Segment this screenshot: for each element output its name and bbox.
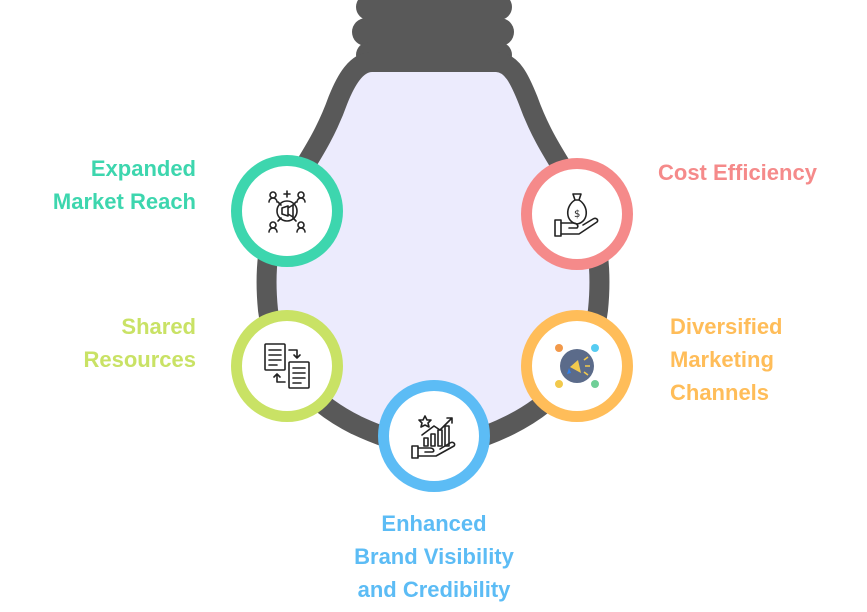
- label-line: Shared: [121, 314, 196, 339]
- label-line: Resources: [83, 347, 196, 372]
- node-cost-efficiency: $: [521, 158, 633, 270]
- label-line: and Credibility: [357, 577, 511, 602]
- label-line: Enhanced: [381, 511, 487, 536]
- node-shared-resources: [231, 310, 343, 422]
- label-line: Cost Efficiency: [658, 160, 817, 185]
- label-diversified-marketing-channels: Diversified Marketing Channels: [670, 310, 783, 409]
- label-enhanced-brand-visibility: Enhanced Brand Visibility and Credibilit…: [334, 507, 534, 606]
- node-enhanced-brand-visibility: [378, 380, 490, 492]
- label-cost-efficiency: Cost Efficiency: [658, 156, 817, 189]
- bulb-base-ring: [352, 18, 514, 46]
- label-line: Brand Visibility: [354, 544, 514, 569]
- label-line: Marketing: [670, 347, 774, 372]
- node-expanded-market-reach: [231, 155, 343, 267]
- node-diversified-marketing-channels: [521, 310, 633, 422]
- label-line: Market Reach: [52, 189, 196, 214]
- megaphone-network-icon: [268, 190, 306, 233]
- label-line: Diversified: [670, 314, 783, 339]
- money-bag-hand-icon: $: [554, 193, 599, 237]
- marketing-channels-icon: [555, 344, 599, 388]
- label-expanded-market-reach: Expanded Market Reach: [53, 152, 196, 218]
- bulb-base-ring: [356, 0, 512, 20]
- document-exchange-icon: [264, 343, 310, 389]
- growth-chart-hand-icon: [411, 415, 456, 459]
- label-line: Expanded: [90, 156, 196, 181]
- label-shared-resources: Shared Resources: [83, 310, 196, 376]
- label-line: Channels: [670, 380, 770, 405]
- svg-text:$: $: [574, 209, 580, 220]
